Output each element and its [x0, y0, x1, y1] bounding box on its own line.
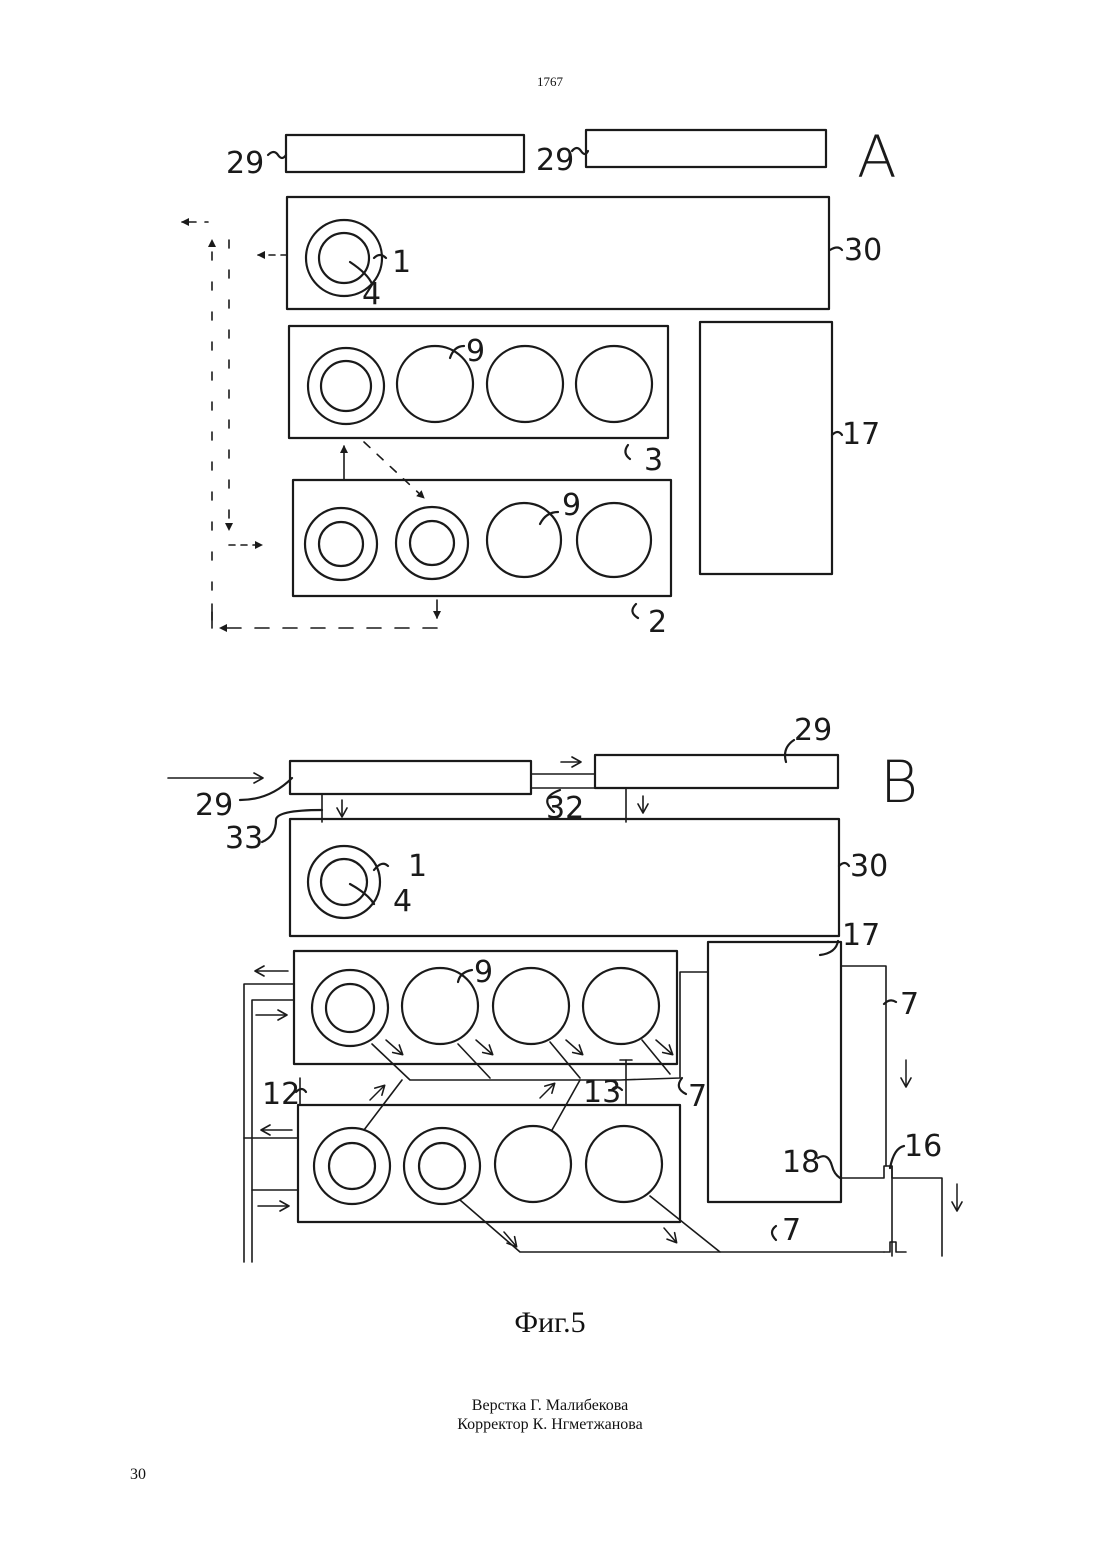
panel-b-arrow-bottom-2: [664, 1228, 676, 1242]
credit-layout: Верстка Г. Малибекова: [0, 1396, 1100, 1415]
panel-b-leader-29-left: [240, 778, 292, 800]
credit-proofreader: Корректор К. Нгметжанова: [0, 1415, 1100, 1434]
panel-b-unit-3-cell-4: [583, 968, 659, 1044]
panel-a-label-29-left: 29: [226, 146, 264, 181]
credits-block: Верстка Г. Малибекова Корректор К. Нгмет…: [0, 1396, 1100, 1434]
panel-b-unit-17: [708, 942, 841, 1202]
panel-a-unit-3-cell-2: [397, 346, 473, 422]
panel-b-unit-3-ring-outer: [312, 970, 388, 1046]
panel-a-unit-3-ring-outer: [308, 348, 384, 424]
panel-b-tray-left: [290, 761, 531, 794]
panel-b-letter: B: [880, 748, 918, 816]
panel-a-label-4: 4: [362, 277, 381, 312]
panel-b-label-29-left: 29: [195, 788, 233, 823]
panel-b-leader-4: [350, 884, 374, 904]
panel-a-leader-29-left: [268, 152, 286, 158]
panel-a-unit-2-ring-2-inner: [410, 521, 454, 565]
panel-b-label-12: 12: [262, 1077, 300, 1112]
panel-a-arrow-diagonal: [364, 442, 424, 498]
panel-a-leader-1: [374, 255, 386, 258]
panel-a-flow-arrows: [182, 222, 437, 628]
panel-a-label-9-upper: 9: [466, 334, 485, 369]
panel-b-line-7-right: [841, 966, 886, 1166]
panel-a-label-29-right: 29: [536, 143, 574, 178]
panel-b-unit-3-cell-2: [402, 968, 478, 1044]
panel-b-label-33: 33: [225, 821, 263, 856]
panel-b-supply-inner: [252, 1000, 294, 1262]
panel-b-arrow-cell-3: [566, 1040, 582, 1054]
panel-a-letter: A: [857, 123, 897, 191]
panel-a: A 29 29 1 4 30 9 3 17: [182, 123, 897, 640]
panel-a-tray-right: [586, 130, 826, 167]
panel-b-leader-12: [296, 1089, 306, 1092]
panel-b-collector-3-cell-2: [458, 1044, 490, 1078]
panel-a-unit-2-ring-1-inner: [319, 522, 363, 566]
panel-a-leader-3: [625, 445, 630, 459]
page-number: 30: [130, 1466, 146, 1484]
panel-b-collector-2-joint: [884, 1242, 906, 1252]
panel-a-leader-2: [632, 604, 638, 618]
panel-b-label-13: 13: [583, 1075, 621, 1110]
panel-a-unit-2-cell-4: [577, 503, 651, 577]
panel-b-unit-2-cell-3: [495, 1126, 571, 1202]
panel-b-label-7-bottom: 7: [782, 1213, 801, 1248]
panel-a-unit-3-cell-4: [576, 346, 652, 422]
panel-b-leader-18: [818, 1156, 840, 1178]
panel-a-unit-2-ring-2-outer: [396, 507, 468, 579]
panel-b-leader-33: [262, 810, 322, 842]
panel-b-unit-3-cell-3: [493, 968, 569, 1044]
panel-b-ring-1: [308, 846, 380, 918]
panel-b-unit-2-ring-1-outer: [314, 1128, 390, 1204]
panel-a-label-2: 2: [648, 605, 667, 640]
panel-b-label-16: 16: [904, 1129, 942, 1164]
panel-a-core-4: [319, 233, 369, 283]
panel-b-collector-2-b: [650, 1196, 720, 1252]
panel-b-unit-2-ring-2-outer: [404, 1128, 480, 1204]
panel-b-label-4: 4: [393, 884, 412, 919]
panel-b-core-4: [321, 859, 367, 905]
panel-a-leader-30: [830, 248, 842, 251]
panel-a-label-1: 1: [392, 245, 411, 280]
panel-b-label-29-right: 29: [794, 713, 832, 748]
panel-b-label-7-right: 7: [900, 987, 919, 1022]
panel-b-tray-right: [595, 755, 838, 788]
panel-b-collector-3-cell-4: [642, 1040, 670, 1074]
panel-a-label-17: 17: [842, 417, 880, 452]
panel-b-unit-30: [290, 819, 839, 936]
panel-b-label-30: 30: [850, 849, 888, 884]
panel-b-arrow-up-13: [540, 1084, 554, 1098]
panel-b-leader-7-mid: [679, 1078, 686, 1094]
panel-b-arrow-cell-2: [476, 1040, 492, 1054]
panel-a-unit-3-ring-inner: [321, 361, 371, 411]
panel-b-unit-3-ring-inner: [326, 984, 374, 1032]
panel-b-label-32: 32: [546, 791, 584, 826]
figure-5-diagram: A 29 29 1 4 30 9 3 17: [0, 0, 1100, 1300]
panel-a-unit-17: [700, 322, 832, 574]
panel-b-label-17: 17: [842, 918, 880, 953]
panel-b-collector-2-a: [460, 1200, 884, 1252]
panel-b-unit-2-ring-1-inner: [329, 1143, 375, 1189]
panel-a-leader-17: [832, 432, 842, 435]
panel-b-leader-16: [890, 1146, 904, 1168]
panel-b-label-18: 18: [782, 1145, 820, 1180]
panel-b-arrow-up-12: [370, 1086, 384, 1100]
panel-a-tray-left: [286, 135, 524, 172]
panel-b-unit-2-ring-2-inner: [419, 1143, 465, 1189]
panel-b-arrow-cell-1: [386, 1040, 402, 1054]
panel-a-unit-3-cell-3: [487, 346, 563, 422]
panel-b-leader-30: [839, 863, 849, 866]
panel-b-unit-2-cell-4: [586, 1126, 662, 1202]
panel-a-label-9-lower: 9: [562, 488, 581, 523]
panel-b: B 29 29 32 33 1 4 30 9: [168, 713, 957, 1262]
panel-b-label-9: 9: [474, 955, 493, 990]
panel-a-label-30: 30: [844, 233, 882, 268]
panel-b-label-7-mid: 7: [688, 1079, 707, 1114]
panel-b-label-1: 1: [408, 849, 427, 884]
panel-b-leader-29-right: [785, 740, 794, 762]
panel-b-arrow-cell-4: [656, 1040, 672, 1054]
panel-a-unit-2-ring-1-outer: [305, 508, 377, 580]
panel-a-label-3: 3: [644, 443, 663, 478]
panel-b-leader-7-bottom: [772, 1226, 776, 1240]
figure-caption: Фиг.5: [0, 1306, 1100, 1340]
